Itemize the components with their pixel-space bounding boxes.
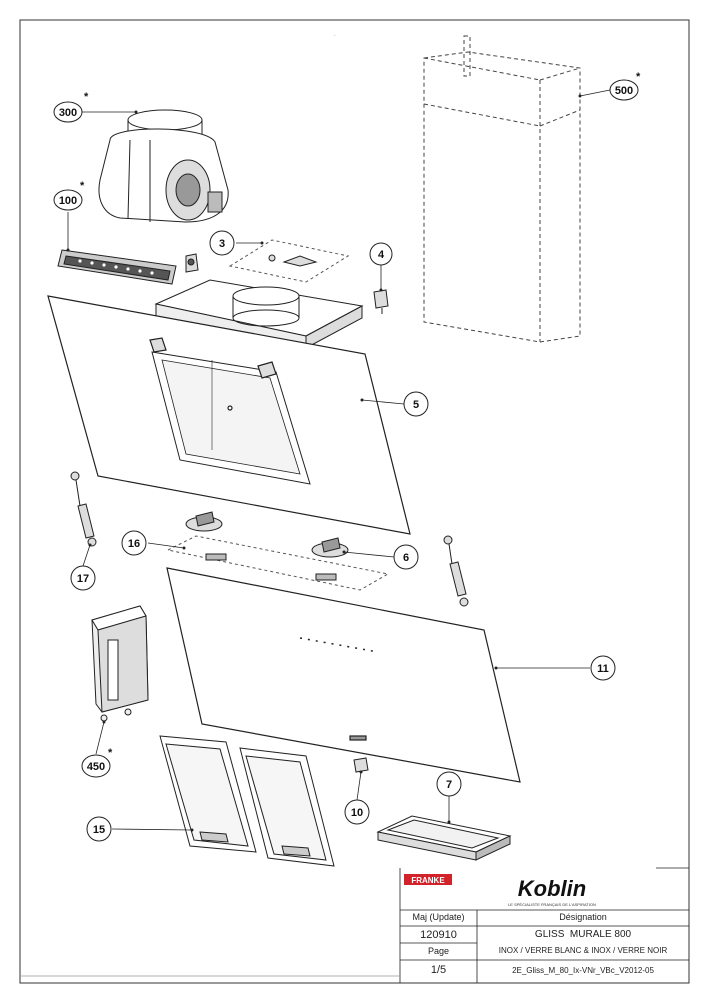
franke-logo-text: FRANKE [411,876,445,885]
callout-label: 16 [128,538,140,550]
title-block-grid [20,867,689,983]
page-label: Page [427,946,450,956]
koblin-tagline: LE SPÉCIALISTE FRANÇAIS DE L'ASPIRATION [508,902,596,907]
callout-label: 6 [403,552,409,564]
callout-500: 500 * [609,71,641,101]
motor-blower [98,109,229,223]
callout-label: 7 [446,779,452,791]
franke-logo: FRANKE [404,874,452,885]
front-glass-panel [166,567,521,783]
callout-4: 4 [369,242,393,266]
callout-10: 10 [344,799,370,825]
leader-points [66,94,582,832]
gas-strut-left [70,471,97,547]
product-name: GLISS MURALE 800 [534,929,632,940]
callout-label: 5 [413,399,419,411]
callout-17: 17 [70,565,96,591]
callout-label: 10 [351,807,363,819]
designation-label: Désignation [559,912,607,922]
callout-300: 300 * [53,91,89,123]
callout-label: 15 [93,824,105,836]
grease-filters [159,735,335,867]
electronic-box [91,605,149,722]
koblin-logo: Koblin LE SPÉCIALISTE FRANÇAIS DE L'ASPI… [508,876,596,907]
callout-15: 15 [86,816,112,842]
document-reference: 2E_Gliss_M_80_Ix-VNr_VBc_V2012-05 [512,966,654,975]
callout-label: 3 [219,238,225,250]
control-strip [57,249,177,285]
callout-label: 100 [59,195,77,207]
latch-part [353,757,369,773]
callout-100: 100 * [53,180,85,211]
callout-450: 450 * [81,747,113,778]
maj-label: Maj (Update) [412,912,465,922]
callout-label: 500 [615,85,633,97]
callout-label: 450 [87,761,105,773]
bracket-parts [268,254,318,267]
callout-label: 17 [77,573,89,585]
star-mark: * [108,747,113,759]
callout-label: 11 [597,663,609,675]
update-value: 120910 [420,929,457,941]
star-mark: * [80,180,85,192]
callout-label: 4 [378,249,385,261]
star-mark: * [636,71,641,83]
leader-lines [67,89,611,831]
carbon-filter [376,815,512,861]
callout-11: 11 [590,655,616,681]
callout-6: 6 [393,544,419,570]
fixing-clip [373,289,389,314]
clip-part [185,253,199,273]
callout-3: 3 [209,230,235,256]
sheet-border [19,19,690,984]
back-glass-panel [47,295,411,535]
registration-dot: . [334,32,336,38]
star-mark: * [84,91,89,103]
gas-strut-right [443,535,469,607]
callout-16: 16 [121,530,147,556]
callout-label: 300 [59,107,77,119]
light-assembly [166,511,390,591]
callout-5: 5 [403,391,429,417]
bracket-plate [228,239,350,283]
koblin-logo-text: Koblin [518,876,586,901]
callout-7: 7 [436,771,462,797]
chimney-cover [423,35,581,343]
page-value: 1/5 [430,964,447,976]
product-variants: INOX / VERRE BLANC & INOX / VERRE NOIR [498,946,668,955]
